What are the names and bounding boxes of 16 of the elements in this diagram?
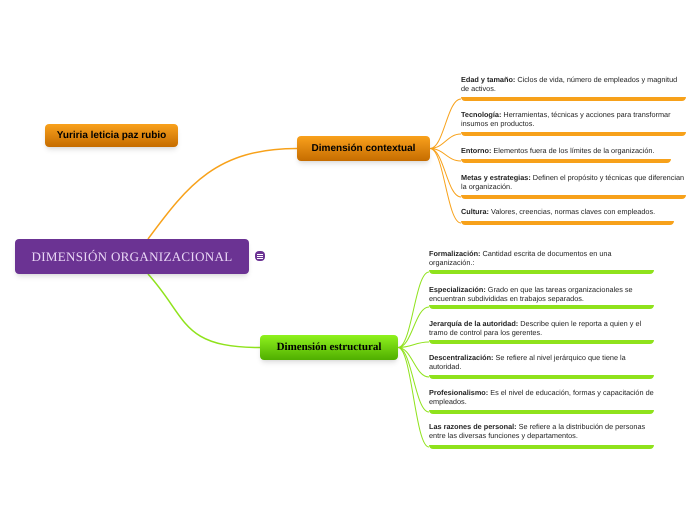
connector-line: [398, 272, 430, 348]
central-topic: DIMENSIÓN ORGANIZACIONAL: [15, 239, 249, 274]
topic-box: Dimensión estructural: [260, 335, 398, 360]
connector-line: [398, 347, 430, 378]
connector-line: [430, 98, 462, 149]
connector-line: [398, 342, 430, 348]
connector-line: [430, 148, 462, 198]
topic-box: Yuriria leticia paz rubio: [45, 124, 178, 147]
connector-line: [398, 347, 430, 412]
connector-line: [430, 148, 462, 224]
connector-line: [147, 274, 260, 348]
connector-line: [398, 306, 430, 348]
connector-line: [147, 148, 298, 240]
connector-line: [430, 148, 462, 162]
topic-box: Dimensión contextual: [297, 136, 430, 161]
connector-line: [398, 347, 430, 448]
